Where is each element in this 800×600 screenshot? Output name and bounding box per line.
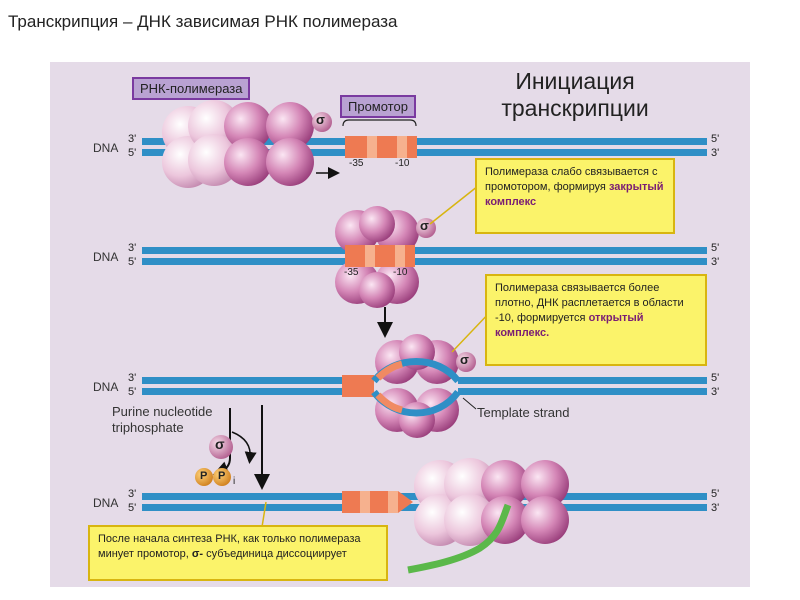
promoter-segment bbox=[377, 136, 397, 158]
dna-strand bbox=[458, 377, 707, 384]
sigma-symbol: σ bbox=[420, 218, 429, 233]
phosphate-ball bbox=[213, 468, 231, 486]
dna-label: DNA bbox=[93, 250, 119, 264]
purine-label: Purine nucleotide triphosphate bbox=[112, 404, 213, 435]
open-complex-callout: Полимераза связывается более плотно, ДНК… bbox=[485, 274, 707, 366]
sigma-release-callout: После начала синтеза РНК, как только пол… bbox=[88, 525, 388, 581]
promoter-bracket bbox=[342, 119, 417, 127]
promoter-segment bbox=[397, 136, 407, 158]
promoter-segment bbox=[370, 491, 388, 513]
dna-strand bbox=[458, 388, 707, 395]
dna-strand bbox=[142, 258, 707, 265]
promoter-segment bbox=[375, 245, 395, 267]
dna-strand bbox=[142, 138, 707, 145]
minus35-label: -35 bbox=[349, 158, 364, 169]
promoter-segment bbox=[365, 245, 375, 267]
callout-highlight: открытый комплекс. bbox=[495, 312, 644, 339]
promoter-segment bbox=[342, 491, 360, 513]
minus35-label: -35 bbox=[344, 267, 359, 278]
phosphate-ball bbox=[195, 468, 213, 486]
callout-text: Полимераза связывается более плотно, ДНК… bbox=[495, 282, 684, 324]
end-label: 5' bbox=[128, 256, 137, 268]
dna-strand bbox=[142, 247, 707, 254]
callout-highlight: закрытый комплекс bbox=[485, 181, 664, 208]
end-label: 5' bbox=[128, 147, 137, 159]
phosphate-label: P bbox=[218, 470, 226, 482]
phosphate-label: P bbox=[200, 470, 208, 482]
dna-row-2 bbox=[142, 206, 707, 308]
rna-polymerase bbox=[414, 458, 569, 546]
promoter-segment bbox=[342, 375, 374, 397]
end-label: 3' bbox=[128, 242, 137, 254]
end-label: 3' bbox=[128, 372, 137, 384]
callout-text-after: субъединица диссоциирует bbox=[206, 548, 347, 560]
end-label: 5' bbox=[711, 133, 720, 145]
promoter-minus10-segment bbox=[405, 245, 415, 267]
end-label: 5' bbox=[711, 242, 720, 254]
dna-strand bbox=[142, 377, 374, 384]
end-label: 3' bbox=[711, 502, 720, 514]
sigma-subunit bbox=[456, 352, 476, 372]
template-pointer bbox=[462, 397, 477, 410]
sigma-symbol: σ bbox=[316, 112, 325, 127]
end-label: 3' bbox=[128, 133, 137, 145]
promoter-minus10-segment bbox=[407, 136, 417, 158]
promoter-segment bbox=[360, 491, 370, 513]
dna-row-4 bbox=[142, 458, 707, 574]
promoter-unwound bbox=[375, 360, 403, 381]
phosphate-i-label: i bbox=[233, 476, 236, 487]
end-label: 3' bbox=[711, 386, 720, 398]
callout-pointer bbox=[429, 185, 479, 225]
end-label: 5' bbox=[711, 488, 720, 500]
sigma-symbol: σ bbox=[460, 352, 469, 367]
polymerase-label: РНК-полимераза bbox=[132, 77, 251, 100]
dna-label: DNA bbox=[93, 380, 119, 394]
end-label: 3' bbox=[711, 256, 720, 268]
sigma-subunit bbox=[312, 112, 332, 132]
promoter-unwound bbox=[375, 392, 403, 414]
promoter-segment bbox=[395, 245, 405, 267]
rna-polymerase bbox=[162, 100, 314, 188]
callout-text: Полимераза слабо связывается с промоторо… bbox=[485, 166, 658, 193]
rna-polymerase bbox=[375, 334, 459, 438]
dna-label: DNA bbox=[93, 141, 119, 155]
callout-highlight: σ- bbox=[191, 548, 204, 560]
promoter-minus35-segment bbox=[345, 245, 365, 267]
page-title: Транскрипция – ДНК зависимая РНК полимер… bbox=[8, 12, 398, 31]
dna-row-1 bbox=[142, 100, 707, 188]
end-label: 5' bbox=[128, 386, 137, 398]
template-strand-label: Template strand bbox=[477, 405, 570, 420]
dna-label: DNA bbox=[93, 496, 119, 510]
end-label: 3' bbox=[711, 147, 720, 159]
promoter-segment bbox=[388, 491, 398, 513]
rna-transcript bbox=[407, 503, 512, 574]
dna-strand bbox=[142, 149, 707, 156]
rna-polymerase bbox=[335, 206, 419, 308]
dna-strand bbox=[142, 388, 374, 395]
dna-row-3 bbox=[142, 334, 707, 438]
minus10-label: -10 bbox=[393, 267, 408, 278]
promoter-label: Промотор bbox=[340, 95, 416, 118]
end-label: 3' bbox=[128, 488, 137, 500]
end-label: 5' bbox=[711, 372, 720, 384]
stage-title: Инициация транскрипции bbox=[501, 68, 649, 121]
end-label: 5' bbox=[128, 502, 137, 514]
callout-text: После начала синтеза РНК, как только пол… bbox=[98, 533, 361, 560]
sigma-symbol: σ bbox=[215, 436, 225, 452]
promoter-arrow-tip bbox=[398, 491, 413, 513]
sigma-release-arrow bbox=[231, 431, 257, 464]
released-sigma bbox=[209, 435, 233, 459]
closed-complex-callout: Полимераза слабо связывается с промоторо… bbox=[475, 158, 675, 234]
minus10-label: -10 bbox=[395, 158, 410, 169]
promoter-minus35-segment bbox=[345, 136, 367, 158]
promoter-segment bbox=[367, 136, 377, 158]
